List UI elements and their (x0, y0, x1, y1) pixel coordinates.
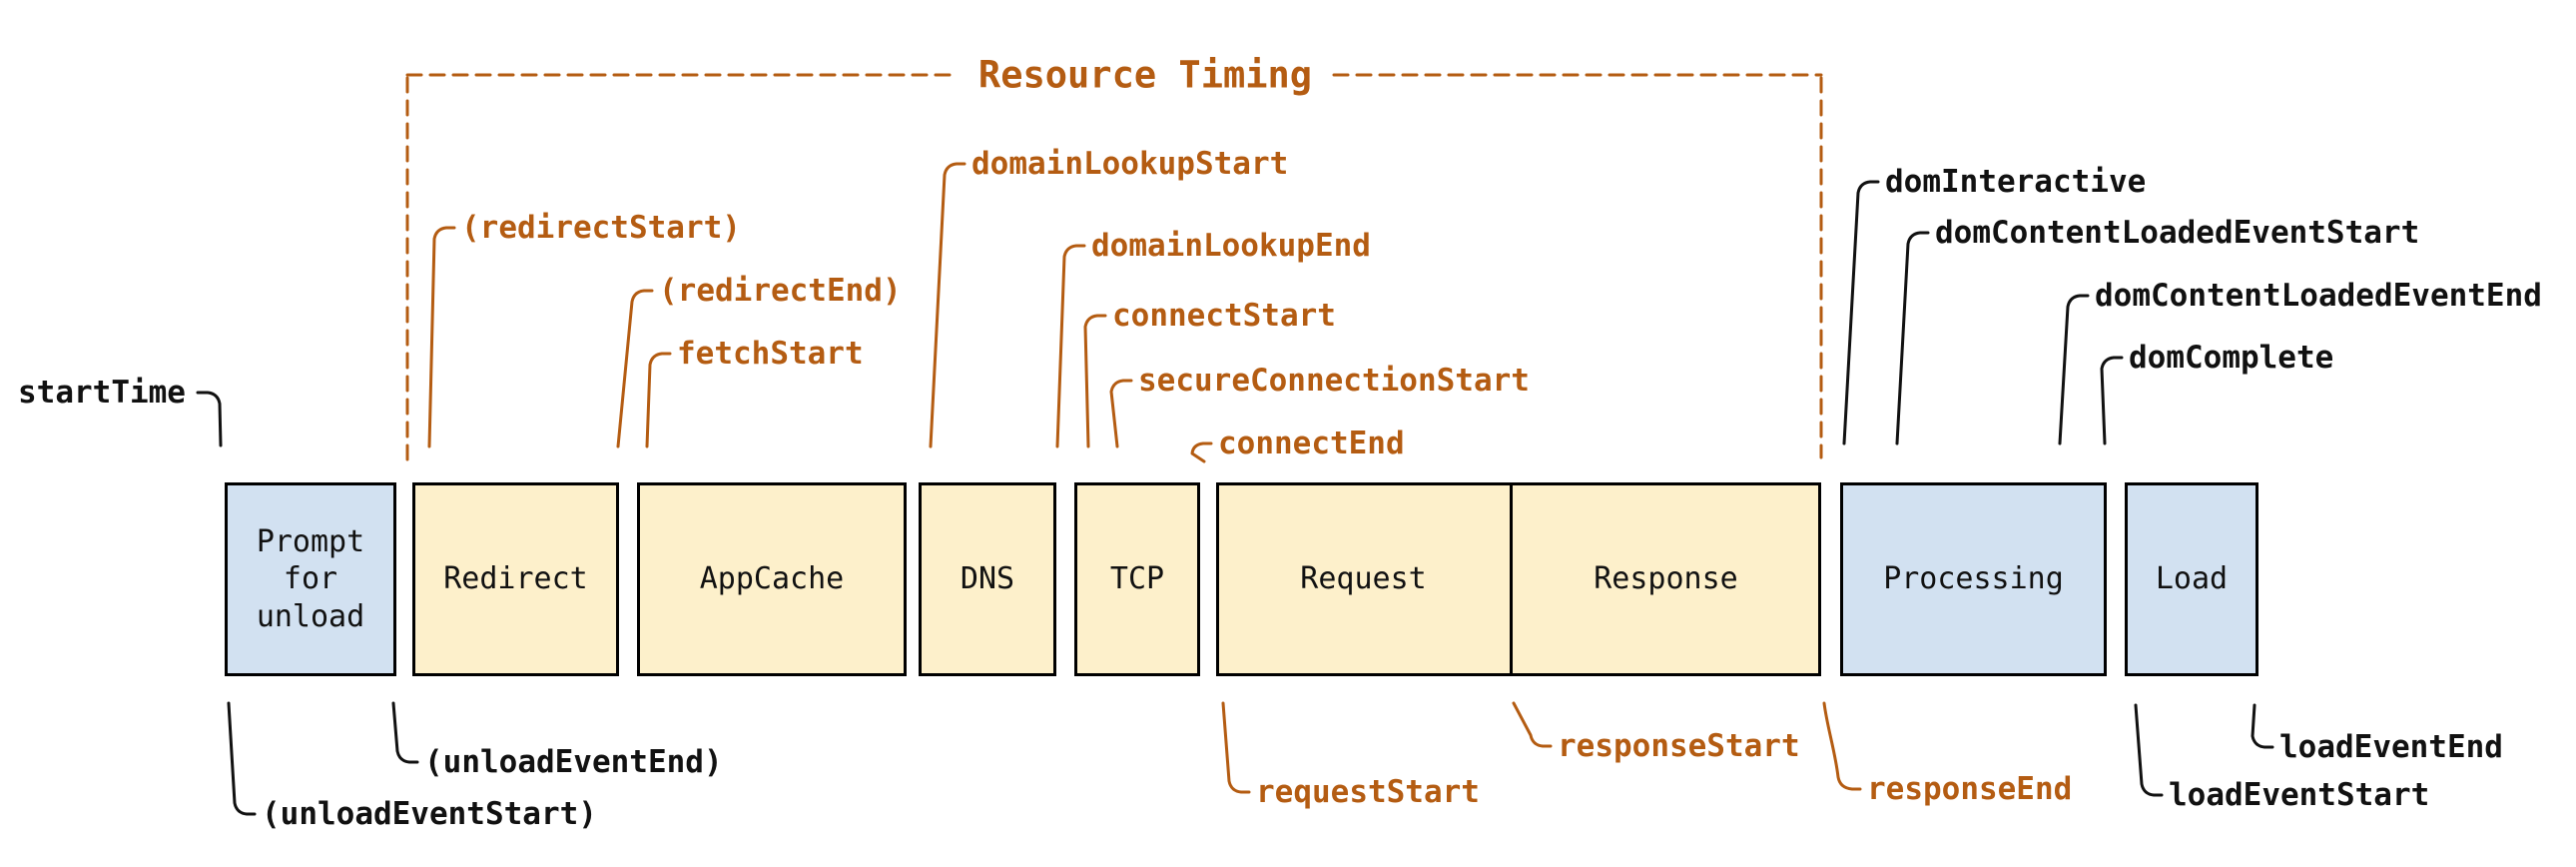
start-time-arrow (196, 391, 223, 447)
phase-box-tcp: TCP (1074, 482, 1200, 676)
event-label-load-event-end: loadEventEnd (2279, 729, 2503, 765)
event-label-dom-content-loaded-event-start: domContentLoadedEventStart (1935, 215, 2420, 251)
connect-start-arrow (1083, 314, 1107, 448)
event-label-redirect-start: (redirectStart) (461, 210, 741, 246)
event-label-connect-end: connectEnd (1218, 426, 1405, 461)
phase-box-processing: Processing (1840, 482, 2107, 676)
event-label-response-end: responseEnd (1867, 771, 2073, 807)
event-label-unload-event-start: (unloadEventStart) (262, 796, 597, 832)
event-label-load-event-start: loadEventStart (2169, 777, 2430, 813)
event-label-redirect-end: (redirectEnd) (659, 273, 902, 309)
redirect-end-arrow (616, 289, 654, 448)
event-label-dom-content-loaded-event-end: domContentLoadedEventEnd (2095, 278, 2542, 314)
connect-end-arrow (1190, 441, 1213, 463)
phase-box-request-response: Request Response (1216, 482, 1821, 676)
response-end-arrow (1822, 701, 1862, 791)
load-event-end-arrow (2251, 703, 2274, 749)
domain-lookup-end-arrow (1055, 244, 1086, 448)
phase-box-load: Load (2125, 482, 2258, 676)
unload-event-start-arrow (227, 701, 257, 816)
unload-event-end-arrow (391, 701, 419, 764)
secure-connection-start-arrow (1109, 379, 1133, 448)
event-label-fetch-start: fetchStart (677, 336, 864, 372)
event-label-unload-event-end: (unloadEventEnd) (424, 744, 723, 780)
event-label-domain-lookup-end: domainLookupEnd (1091, 228, 1371, 264)
event-label-response-start: responseStart (1558, 728, 1800, 764)
event-label-connect-start: connectStart (1112, 298, 1336, 334)
phase-box-dns: DNS (919, 482, 1056, 676)
phase-box-redirect: Redirect (412, 482, 619, 676)
domain-lookup-start-arrow (929, 162, 966, 448)
resource-timing-title: Resource Timing (977, 53, 1313, 97)
fetch-start-arrow (645, 352, 672, 448)
request-start-arrow (1221, 701, 1251, 794)
phase-box-response: Response (1594, 561, 1738, 597)
event-label-request-start: requestStart (1256, 774, 1480, 810)
load-event-start-arrow (2134, 703, 2164, 797)
dom-content-loaded-event-end-arrow (2058, 294, 2090, 445)
event-label-start-time: startTime (18, 375, 186, 411)
phase-box-prompt-for-unload: Prompt for unload (225, 482, 396, 676)
phase-box-appcache: AppCache (637, 482, 907, 676)
response-start-arrow (1512, 701, 1553, 748)
dom-content-loaded-event-start-arrow (1895, 231, 1930, 445)
event-label-dom-complete: domComplete (2129, 340, 2334, 376)
event-label-domain-lookup-start: domainLookupStart (971, 146, 1289, 182)
dom-interactive-arrow (1842, 180, 1880, 445)
phase-box-request: Request (1218, 485, 1513, 673)
event-label-dom-interactive: domInteractive (1885, 164, 2147, 200)
redirect-start-arrow (427, 226, 456, 448)
dom-complete-arrow (2100, 356, 2124, 445)
event-label-secure-connection-start: secureConnectionStart (1138, 363, 1530, 399)
